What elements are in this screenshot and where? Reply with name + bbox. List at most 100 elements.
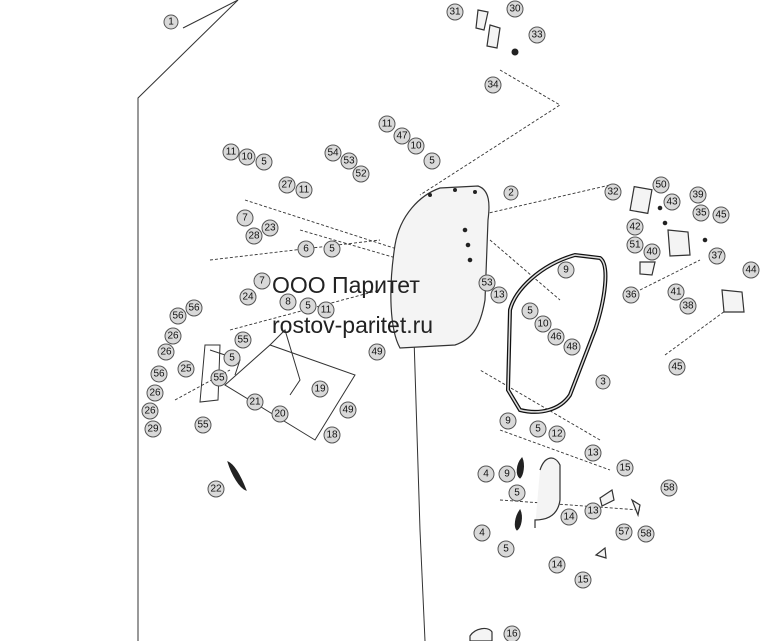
- part-label-5-c: 5: [323, 240, 341, 258]
- part-label-58-a: 58: [660, 479, 678, 497]
- part-label-55-c: 55: [194, 416, 212, 434]
- svg-text:16: 16: [506, 629, 518, 640]
- part-label-5-f: 5: [521, 302, 539, 320]
- svg-text:7: 7: [259, 276, 265, 287]
- part-label-53-b: 53: [478, 274, 496, 292]
- svg-text:57: 57: [618, 527, 630, 538]
- part-label-23: 23: [261, 219, 279, 237]
- part-label-11-d: 11: [317, 301, 335, 319]
- handle-assembly: [514, 457, 641, 559]
- svg-text:23: 23: [264, 223, 276, 234]
- svg-text:21: 21: [249, 397, 261, 408]
- part-label-5-d: 5: [299, 297, 317, 315]
- svg-text:9: 9: [563, 265, 569, 276]
- lock-assembly: [629, 185, 745, 313]
- part-label-21: 21: [246, 393, 264, 411]
- part-label-20: 20: [271, 405, 289, 423]
- part-label-56-b: 56: [169, 307, 187, 325]
- svg-text:54: 54: [327, 148, 339, 159]
- svg-text:45: 45: [715, 210, 727, 221]
- svg-text:5: 5: [514, 488, 520, 499]
- part-label-32: 32: [604, 183, 622, 201]
- svg-text:8: 8: [285, 297, 291, 308]
- svg-text:53: 53: [481, 278, 493, 289]
- svg-text:4: 4: [479, 528, 485, 539]
- part-label-8: 8: [279, 293, 297, 311]
- part-labels: 1 2 3 31 30 33 34 11 47 10 5 11 10 5 54 …: [141, 0, 760, 641]
- svg-text:31: 31: [449, 7, 461, 18]
- svg-text:42: 42: [629, 222, 641, 233]
- part-label-9-b: 9: [499, 412, 517, 430]
- svg-text:51: 51: [629, 240, 641, 251]
- svg-text:26: 26: [149, 388, 161, 399]
- part-label-10-a: 10: [407, 137, 425, 155]
- svg-text:40: 40: [646, 247, 658, 258]
- svg-text:5: 5: [229, 353, 235, 364]
- part-label-28: 28: [245, 227, 263, 245]
- svg-text:36: 36: [625, 290, 637, 301]
- svg-text:48: 48: [566, 342, 578, 353]
- svg-text:46: 46: [550, 332, 562, 343]
- svg-text:3: 3: [600, 377, 606, 388]
- part-label-5-g: 5: [529, 420, 547, 438]
- part-label-50: 50: [652, 176, 670, 194]
- part-label-16: 16: [503, 625, 521, 641]
- part-label-5-i: 5: [497, 540, 515, 558]
- svg-text:13: 13: [587, 448, 599, 459]
- part-label-18: 18: [323, 426, 341, 444]
- svg-text:5: 5: [429, 156, 435, 167]
- part-label-26-d: 26: [141, 402, 159, 420]
- svg-text:49: 49: [371, 347, 383, 358]
- part-label-49-a: 49: [368, 343, 386, 361]
- part-label-30: 30: [506, 0, 524, 18]
- svg-text:32: 32: [607, 187, 619, 198]
- svg-text:5: 5: [305, 301, 311, 312]
- svg-text:9: 9: [504, 469, 510, 480]
- part-label-11-c: 11: [295, 181, 313, 199]
- svg-text:47: 47: [396, 131, 408, 142]
- part-label-11-b: 11: [222, 143, 240, 161]
- svg-text:30: 30: [509, 4, 521, 15]
- blade-part: [227, 461, 247, 491]
- svg-text:34: 34: [487, 80, 499, 91]
- part-label-19: 19: [311, 380, 329, 398]
- svg-text:11: 11: [226, 147, 237, 158]
- part-label-57: 57: [615, 523, 633, 541]
- svg-text:14: 14: [563, 512, 575, 523]
- part-label-41: 41: [667, 283, 685, 301]
- svg-text:49: 49: [342, 405, 354, 416]
- watermark-company-name: ООО Паритет: [272, 272, 420, 298]
- svg-text:7: 7: [242, 213, 248, 224]
- svg-text:58: 58: [663, 483, 675, 494]
- svg-text:55: 55: [237, 335, 249, 346]
- svg-text:58: 58: [640, 529, 652, 540]
- svg-text:10: 10: [241, 152, 253, 163]
- svg-text:26: 26: [160, 347, 172, 358]
- svg-text:4: 4: [483, 469, 489, 480]
- svg-text:39: 39: [692, 190, 704, 201]
- svg-text:18: 18: [326, 430, 338, 441]
- part-label-10-c: 10: [534, 315, 552, 333]
- part-label-45-a: 45: [712, 206, 730, 224]
- part-label-22: 22: [207, 480, 225, 498]
- part-label-43: 43: [663, 193, 681, 211]
- part-label-26-a: 26: [164, 327, 182, 345]
- part-label-12: 12: [548, 425, 566, 443]
- svg-text:5: 5: [261, 157, 267, 168]
- part-label-45-b: 45: [668, 358, 686, 376]
- part-label-56-c: 56: [150, 365, 168, 383]
- svg-text:35: 35: [695, 208, 707, 219]
- part-label-10-b: 10: [238, 148, 256, 166]
- svg-text:2: 2: [508, 188, 514, 199]
- part-label-13-a: 13: [490, 286, 508, 304]
- svg-text:55: 55: [213, 373, 225, 384]
- svg-text:29: 29: [147, 424, 159, 435]
- part-label-39: 39: [689, 186, 707, 204]
- part-label-46: 46: [547, 328, 565, 346]
- part-label-34: 34: [484, 76, 502, 94]
- part-label-31: 31: [446, 3, 464, 21]
- part-label-13-b: 13: [584, 444, 602, 462]
- svg-text:19: 19: [314, 384, 326, 395]
- svg-text:56: 56: [188, 303, 200, 314]
